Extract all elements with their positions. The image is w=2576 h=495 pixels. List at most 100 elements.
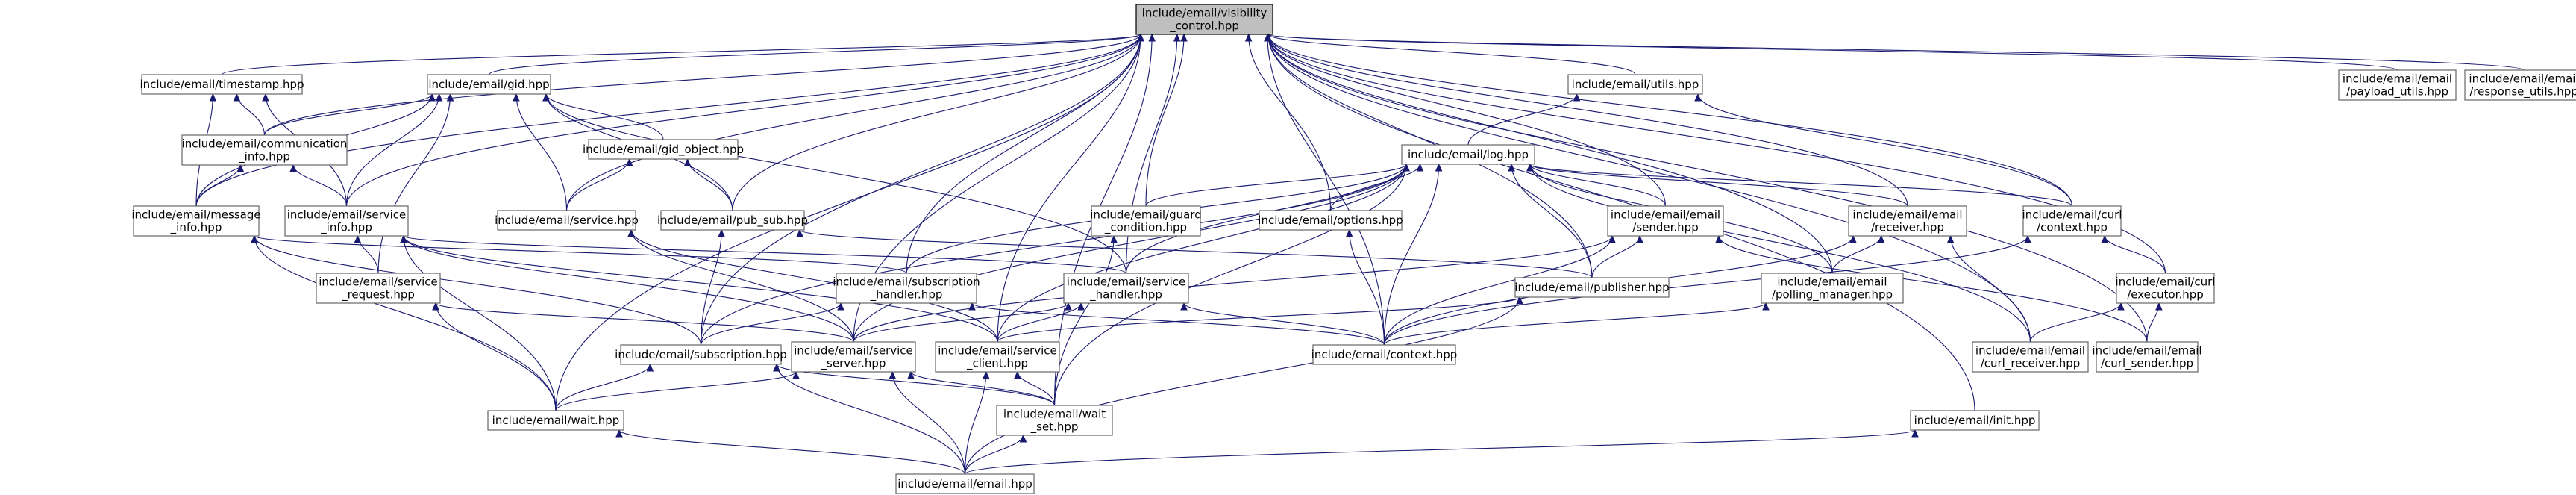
node-service_client[interactable]: include/email/service_client.hpp <box>935 341 1060 373</box>
node-box-pub_sub <box>660 210 805 231</box>
node-publisher[interactable]: include/email/publisher.hpp <box>1514 277 1670 298</box>
edge-service_client-to-visibility <box>997 34 1141 343</box>
node-email[interactable]: include/email/email.hpp <box>895 473 1035 494</box>
node-subscription[interactable]: include/email/subscription.hpp <box>615 344 787 365</box>
arrowhead-service-to-gid_object <box>625 158 633 166</box>
node-curl_sender[interactable]: include/email/email/curl_sender.hpp <box>2092 341 2202 373</box>
edge-curl_receiver-to-curl_executor <box>2029 302 2122 343</box>
node-box-curl_context <box>2022 205 2122 237</box>
arrowhead-wait_set-to-service_server <box>907 370 915 379</box>
arrowhead-email-to-publisher <box>1516 296 1523 305</box>
arrowhead-email-to-init <box>1911 429 1919 438</box>
edge-wait_set-to-log <box>1053 164 1407 406</box>
node-message_info[interactable]: include/email/message_info.hpp <box>131 205 261 237</box>
node-communication_info[interactable]: include/email/communication_info.hpp <box>181 134 348 166</box>
edge-curl_context-to-visibility <box>1267 34 2073 207</box>
node-visibility[interactable]: include/email/visibility_control.hpp <box>1135 4 1273 35</box>
node-box-log <box>1401 144 1535 165</box>
node-options[interactable]: include/email/options.hpp <box>1258 210 1403 231</box>
node-label-service_handler-line2: _handler.hpp <box>1089 288 1162 302</box>
node-polling_manager[interactable]: include/email/email/polling_manager.hpp <box>1761 273 1904 304</box>
node-wait_set[interactable]: include/email/wait_set.hpp <box>996 405 1113 436</box>
edge-context-to-options <box>1349 229 1385 346</box>
node-wait[interactable]: include/email/wait.hpp <box>487 410 624 431</box>
node-box-subscription_handler <box>836 273 977 304</box>
edge-service_client-to-service_info <box>403 235 998 343</box>
edge-email_receiver-to-log <box>1529 164 1908 207</box>
node-gid_object[interactable]: include/email/gid_object.hpp <box>583 139 744 160</box>
node-curl_executor[interactable]: include/email/curl/executor.hpp <box>2116 273 2216 304</box>
node-label-curl_sender-line1: include/email/email <box>2092 344 2201 358</box>
edge-wait-to-visibility <box>555 34 1141 411</box>
node-box-init <box>1910 410 2040 431</box>
arrowhead-context-to-polling_manager <box>1762 302 1770 311</box>
node-payload_utils[interactable]: include/email/email/payload_utils.hpp <box>2338 69 2457 101</box>
node-label-service_server-line2: _server.hpp <box>821 357 886 371</box>
edge-service-to-visibility <box>565 34 1141 211</box>
edge-service_info-to-communication_info <box>292 164 348 207</box>
edge-gid-to-visibility <box>488 34 1141 75</box>
edge-service_client-to-service <box>630 229 998 343</box>
node-service_request[interactable]: include/email/service_request.hpp <box>316 273 441 304</box>
edge-guard_condition-to-visibility <box>1145 34 1185 207</box>
arrowhead-context-to-curl_context <box>2024 234 2031 243</box>
edge-curl_receiver-to-visibility <box>1267 34 2031 343</box>
node-email_receiver[interactable]: include/email/email/receiver.hpp <box>1848 205 1967 237</box>
node-box-service_server <box>791 341 916 373</box>
arrowhead-pub_sub-to-gid_object <box>683 158 692 166</box>
node-pub_sub[interactable]: include/email/pub_sub.hpp <box>657 210 808 231</box>
node-timestamp[interactable]: include/email/timestamp.hpp <box>140 74 304 95</box>
edge-response_utils-to-visibility <box>1267 34 2525 71</box>
node-label-visibility-line2: _control.hpp <box>1169 19 1239 34</box>
edge-service_client-to-service_handler <box>997 302 1082 343</box>
edge-subscription-to-subscription_handler <box>700 302 842 346</box>
edge-service_info-to-gid <box>345 93 440 207</box>
edge-publisher-to-pub_sub <box>799 229 1593 278</box>
node-box-email_receiver <box>1848 205 1967 237</box>
node-label-gid: include/email/gid.hpp <box>428 78 549 91</box>
edge-email-to-service_server <box>891 371 966 475</box>
edge-service_server-to-email_sender <box>853 235 1613 343</box>
node-layer: include/email/visibility_control.hppincl… <box>131 4 2576 494</box>
node-service_handler[interactable]: include/email/service_handler.hpp <box>1063 273 1189 304</box>
node-email_sender[interactable]: include/email/email/sender.hpp <box>1607 205 1724 237</box>
node-service[interactable]: include/email/service.hpp <box>495 210 639 231</box>
node-label-publisher: include/email/publisher.hpp <box>1514 281 1669 294</box>
edge-subscription-to-log <box>700 164 1407 346</box>
node-subscription_handler[interactable]: include/email/subscription_handler.hpp <box>833 273 980 304</box>
arrowhead-email-to-service_server <box>889 370 897 379</box>
arrowhead-service_server-to-email_sender <box>1608 234 1616 243</box>
arrowhead-service-to-gid <box>513 93 520 102</box>
node-init[interactable]: include/email/init.hpp <box>1910 410 2040 431</box>
node-context[interactable]: include/email/context.hpp <box>1311 344 1458 365</box>
edge-service_server-to-service_request <box>435 302 854 343</box>
node-box-communication_info <box>181 134 348 166</box>
arrowhead-subscription-to-subscription_handler <box>837 302 844 311</box>
node-curl_context[interactable]: include/email/curl/context.hpp <box>2022 205 2122 237</box>
edge-wait-to-service_server <box>555 371 797 411</box>
node-box-gid_object <box>588 139 739 160</box>
edge-pub_sub-to-gid_object <box>687 158 733 211</box>
node-label-service_handler-line1: include/email/service <box>1067 275 1186 289</box>
node-log[interactable]: include/email/log.hpp <box>1401 144 1535 165</box>
node-gid[interactable]: include/email/gid.hpp <box>427 74 551 95</box>
node-label-communication_info-line2: _info.hpp <box>238 150 290 164</box>
node-curl_receiver[interactable]: include/email/email/curl_receiver.hpp <box>1972 341 2089 373</box>
edge-service-to-gid <box>515 93 568 211</box>
node-label-wait_set-line2: _set.hpp <box>1030 420 1079 435</box>
arrowhead-message_info-to-timestamp <box>209 93 217 102</box>
node-service_info[interactable]: include/email/service_info.hpp <box>284 205 409 237</box>
edge-curl_receiver-to-log <box>1529 164 2031 343</box>
node-label-utils: include/email/utils.hpp <box>1572 78 1699 91</box>
edge-subscription-to-pub_sub <box>700 229 722 346</box>
node-guard_condition[interactable]: include/email/guard_condition.hpp <box>1090 205 1202 237</box>
node-utils[interactable]: include/email/utils.hpp <box>1567 74 1703 95</box>
edge-init-to-visibility <box>1267 34 1975 411</box>
arrowhead-subscription-to-pub_sub <box>718 228 725 237</box>
node-label-service_request-line1: include/email/service <box>319 275 438 289</box>
node-response_utils[interactable]: include/email/email/response_utils.hpp <box>2464 69 2576 101</box>
edge-service_handler-to-gid <box>545 93 1127 274</box>
edge-publisher-to-email_sender <box>1591 235 1640 278</box>
node-service_server[interactable]: include/email/service_server.hpp <box>791 341 916 373</box>
